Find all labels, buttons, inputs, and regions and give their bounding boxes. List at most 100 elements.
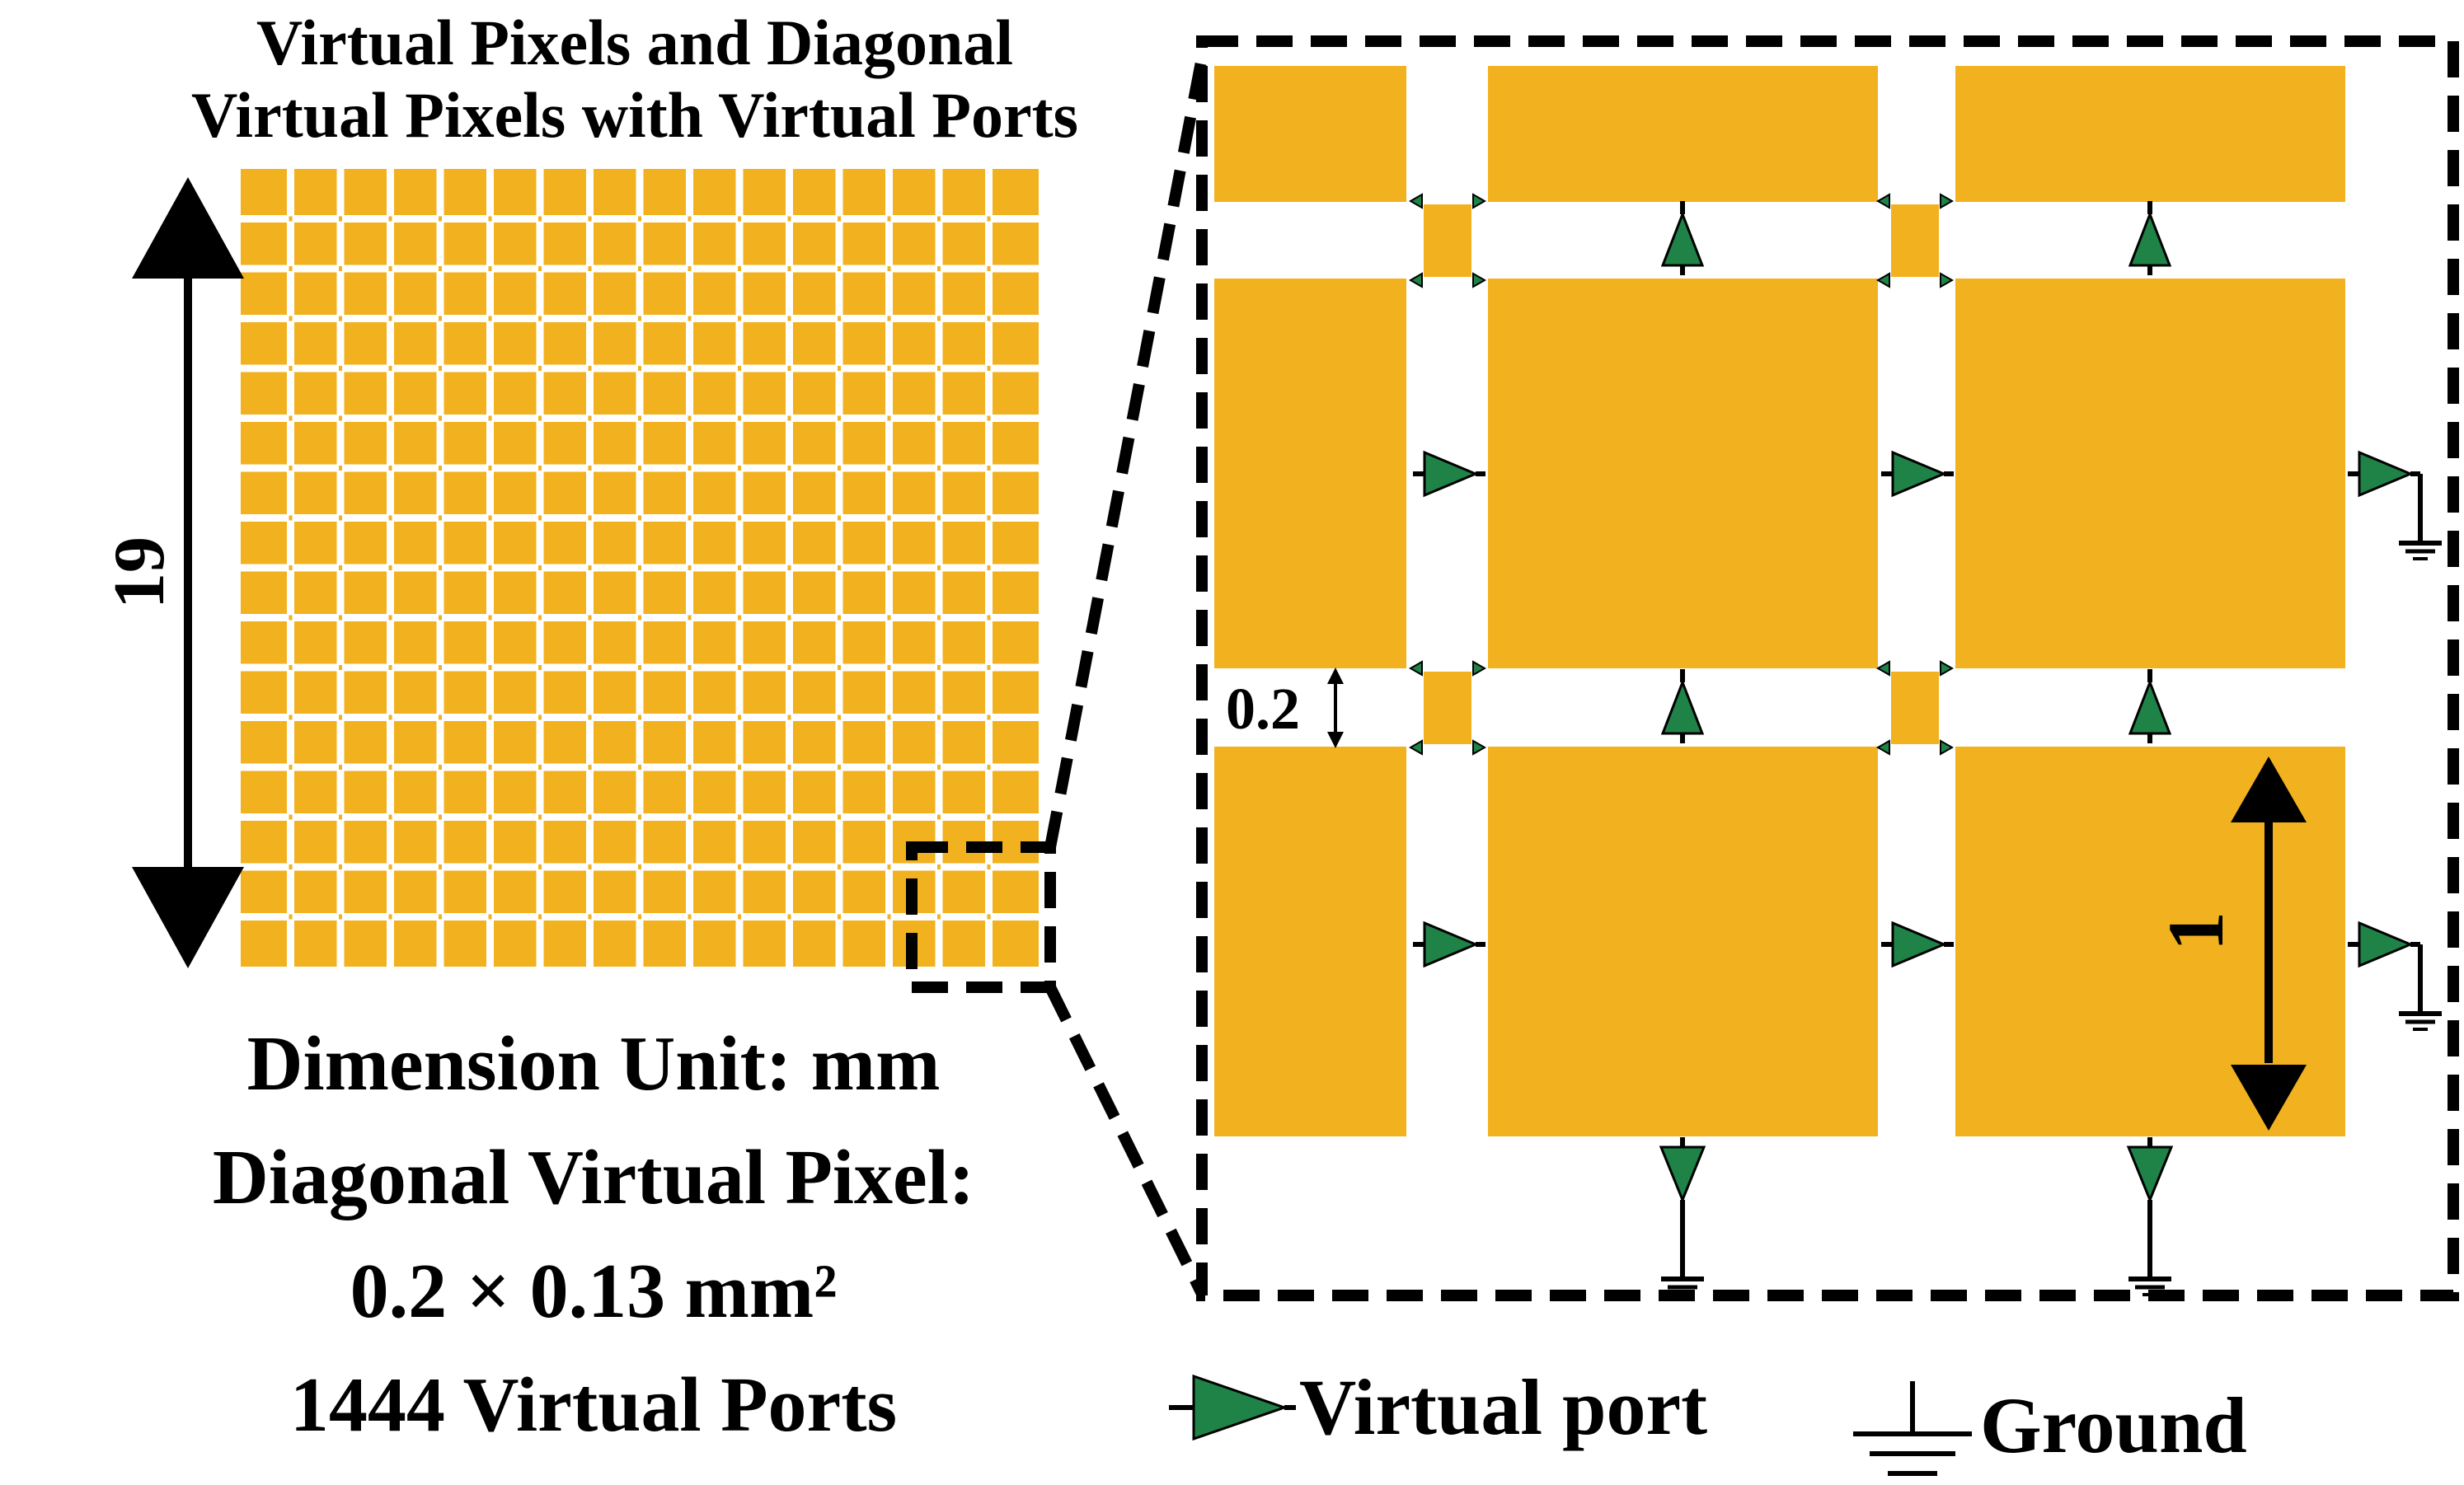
grid-diagonal-pixel bbox=[787, 864, 791, 869]
grid-diagonal-pixel bbox=[937, 466, 941, 471]
grid-diagonal-pixel bbox=[388, 515, 392, 521]
grid-diagonal-pixel bbox=[787, 366, 791, 371]
diagonal-pixel-1 bbox=[1424, 204, 1471, 277]
title-line-2: Virtual Pixels with Virtual Ports bbox=[191, 79, 1078, 151]
zoom-source-box bbox=[906, 841, 1056, 993]
grid-diagonal-pixel bbox=[638, 515, 641, 521]
grid-diagonal-pixel bbox=[838, 814, 841, 820]
grid-diagonal-pixel bbox=[838, 914, 841, 920]
grid-diagonal-pixel bbox=[987, 864, 991, 869]
legend-ground-label: Ground bbox=[1980, 1381, 2247, 1469]
diagonal-port-icon bbox=[1940, 193, 1955, 209]
grid-diagonal-pixel bbox=[339, 466, 342, 471]
grid-diagonal-pixel bbox=[388, 415, 392, 421]
grid-diagonal-pixel bbox=[638, 565, 641, 570]
grid-diagonal-pixel bbox=[887, 665, 891, 670]
pixel-size-arrow bbox=[2231, 757, 2307, 1131]
grid-diagonal-pixel bbox=[688, 216, 692, 222]
grid-diagonal-pixel bbox=[838, 765, 841, 770]
grid-diagonal-pixel bbox=[439, 415, 442, 421]
grid-diagonal-pixel bbox=[488, 714, 492, 720]
grid-diagonal-pixel bbox=[439, 914, 442, 920]
grid-diagonal-pixel bbox=[588, 714, 592, 720]
grid-diagonal-pixel bbox=[688, 316, 692, 321]
grid-diagonal-pixel bbox=[388, 864, 392, 869]
grid-diagonal-pixel bbox=[638, 814, 641, 820]
grid-diagonal-pixel bbox=[887, 914, 891, 920]
grid-diagonal-pixel bbox=[388, 316, 392, 321]
grid-diagonal-pixel bbox=[738, 266, 741, 271]
grid-diagonal-pixel bbox=[538, 864, 542, 869]
grid-diagonal-pixel bbox=[388, 366, 392, 371]
grid-diagonal-pixel bbox=[488, 216, 492, 222]
grid-diagonal-pixel bbox=[638, 266, 641, 271]
grid-diagonal-pixel bbox=[538, 216, 542, 222]
diagonal-pixel-3 bbox=[1424, 672, 1471, 744]
grid-diagonal-pixel bbox=[289, 415, 293, 421]
grid-diagonal-pixel bbox=[738, 415, 741, 421]
grid-diagonal-pixel bbox=[339, 216, 342, 222]
grid-diagonal-pixel bbox=[688, 814, 692, 820]
grid-diagonal-pixel bbox=[588, 814, 592, 820]
grid-diagonal-pixel bbox=[538, 615, 542, 621]
grid-diagonal-pixel bbox=[538, 316, 542, 321]
grid-diagonal-pixel bbox=[937, 615, 941, 621]
grid-diagonal-pixel bbox=[738, 366, 741, 371]
grid-diagonal-pixel bbox=[987, 366, 991, 371]
grid-diagonal-pixel bbox=[987, 216, 991, 222]
grid-diagonal-pixel bbox=[688, 366, 692, 371]
grid-diagonal-pixel bbox=[289, 864, 293, 869]
grid-diagonal-pixel bbox=[388, 914, 392, 920]
virtual-port-icon bbox=[1891, 450, 1947, 498]
grid-diagonal-pixel bbox=[738, 466, 741, 471]
gap-dimension-label: 0.2 bbox=[1226, 676, 1300, 742]
grid-diagonal-pixel bbox=[738, 814, 741, 820]
grid-diagonal-pixel bbox=[388, 665, 392, 670]
grid-diagonal-pixel bbox=[787, 615, 791, 621]
grid-diagonal-pixel bbox=[538, 665, 542, 670]
grid-diagonal-pixel bbox=[987, 914, 991, 920]
grid-diagonal-pixel bbox=[388, 565, 392, 570]
grid-diagonal-pixel bbox=[339, 714, 342, 720]
grid-diagonal-pixel bbox=[738, 565, 741, 570]
grid-diagonal-pixel bbox=[838, 714, 841, 720]
grid-diagonal-pixel bbox=[588, 316, 592, 321]
grid-diagonal-pixel bbox=[937, 216, 941, 222]
grid-diagonal-pixel bbox=[588, 266, 592, 271]
grid-diagonal-pixel bbox=[787, 316, 791, 321]
grid-diagonal-pixel bbox=[388, 765, 392, 770]
grid-diagonal-pixel bbox=[439, 216, 442, 222]
grid-diagonal-pixel bbox=[738, 615, 741, 621]
grid-diagonal-pixel bbox=[838, 515, 841, 521]
grid-diagonal-pixel bbox=[688, 466, 692, 471]
diagonal-port-icon bbox=[1875, 272, 1890, 288]
grid-diagonal-pixel bbox=[987, 415, 991, 421]
zoom-connector-bottom bbox=[1044, 984, 1208, 1297]
grid-diagonal-pixel bbox=[787, 216, 791, 222]
grid-diagonal-pixel bbox=[887, 316, 891, 321]
grid-diagonal-pixel bbox=[738, 914, 741, 920]
grid-diagonal-pixel bbox=[588, 914, 592, 920]
virtual-port-icon bbox=[2128, 210, 2172, 267]
grid-diagonal-pixel bbox=[738, 714, 741, 720]
grid-diagonal-pixel bbox=[688, 565, 692, 570]
virtual-port-icon bbox=[1660, 210, 1705, 267]
grid-diagonal-pixel bbox=[588, 515, 592, 521]
zoom-connector-top bbox=[1044, 56, 1208, 849]
grid-diagonal-pixel bbox=[987, 565, 991, 570]
grid-diagonal-pixel bbox=[588, 615, 592, 621]
grid-diagonal-pixel bbox=[937, 864, 941, 869]
grid-diagonal-pixel bbox=[887, 415, 891, 421]
grid-diagonal-pixel bbox=[987, 466, 991, 471]
diagonal-port-icon bbox=[1472, 272, 1487, 288]
grid-diagonal-pixel bbox=[538, 565, 542, 570]
grid-diagonal-pixel bbox=[289, 515, 293, 521]
grid-diagonal-pixel bbox=[488, 765, 492, 770]
diagonal-port-icon bbox=[1408, 739, 1423, 756]
grid-diagonal-pixel bbox=[738, 316, 741, 321]
height-dimension-arrow bbox=[132, 177, 244, 968]
grid-diagonal-pixel bbox=[339, 266, 342, 271]
diagonal-pixel-label: Diagonal Virtual Pixel: bbox=[213, 1135, 974, 1220]
diagonal-port-icon bbox=[1940, 660, 1955, 677]
